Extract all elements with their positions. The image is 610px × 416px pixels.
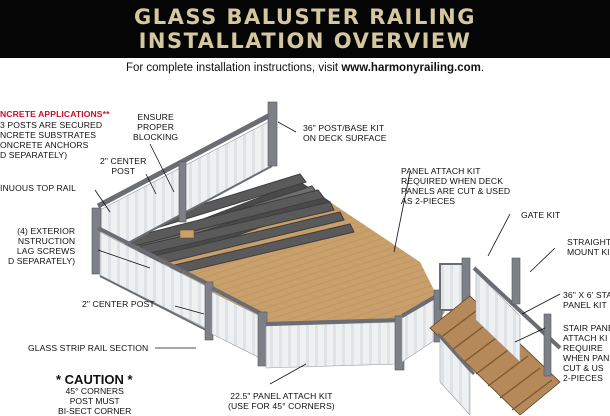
panel-attach-line-2: REQUIRED WHEN DECK bbox=[401, 176, 504, 186]
stair-panel-line-6: 2-PIECES bbox=[563, 373, 603, 383]
panel-attach-line-4: AS 2-PIECES bbox=[401, 196, 456, 206]
stair-kit-label: 36" X 6' STA PANEL KIT bbox=[563, 290, 610, 310]
left-lower-railing bbox=[97, 226, 268, 367]
gate-kit-label: GATE KIT bbox=[521, 210, 561, 220]
concrete-line-3: NCRETE SUBSTRATES bbox=[0, 130, 97, 140]
caution-line-2: POST MUST bbox=[69, 396, 120, 406]
stair-kit-line-1: 36" X 6' STA bbox=[563, 290, 610, 300]
lag-line-3: LAG SCREWS bbox=[16, 246, 76, 256]
panel-225-line-2: (USE FOR 45° CORNERS) bbox=[228, 401, 335, 411]
bottom-railing bbox=[265, 289, 443, 371]
lag-line-2: NSTRUCTION bbox=[17, 236, 76, 246]
ensure-line-3: BLOCKING bbox=[133, 132, 179, 142]
joist-frame bbox=[94, 173, 355, 279]
lag-screws-label: (4) EXTERIOR NSTRUCTION LAG SCREWS D SEP… bbox=[8, 226, 75, 266]
upper-railing bbox=[91, 101, 278, 275]
straight-mount-label: STRAIGHT MOUNT KI bbox=[567, 237, 610, 257]
stair-panel-line-1: STAIR PANE bbox=[563, 323, 610, 333]
concrete-line-2: 3 POSTS ARE SECURED bbox=[0, 120, 103, 130]
lag-line-1: (4) EXTERIOR bbox=[17, 226, 76, 236]
stair-panel-line-4: WHEN PAN bbox=[563, 353, 610, 363]
panel-attach-225-label: 22.5" PANEL ATTACH KIT (USE FOR 45° CORN… bbox=[228, 391, 335, 411]
stair-panel-line-2: ATTACH KI bbox=[563, 333, 608, 343]
subtitle: For complete installation instructions, … bbox=[0, 62, 610, 74]
website-link[interactable]: www.harmonyrailing.com bbox=[341, 62, 481, 74]
stair-panel-line-3: REQUIRE bbox=[563, 343, 603, 353]
ensure-line-1: ENSURE bbox=[137, 112, 174, 122]
panel-225-line-1: 22.5" PANEL ATTACH KIT bbox=[230, 391, 333, 401]
caution-line-1: 45° CORNERS bbox=[65, 386, 124, 396]
concrete-note: 3 POSTS ARE SECURED NCRETE SUBSTRATES ON… bbox=[0, 120, 102, 160]
deck-railing-diagram bbox=[91, 101, 562, 415]
top-rail-label: INUOUS TOP RAIL bbox=[0, 183, 77, 193]
concrete-line-5: D SEPARATELY) bbox=[0, 150, 68, 160]
lag-line-4: D SEPARATELY) bbox=[8, 256, 76, 266]
ensure-line-2: PROPER bbox=[137, 122, 175, 132]
center-post-top-line-2: POST bbox=[111, 166, 136, 176]
concrete-line-1: NCRETE APPLICATIONS** bbox=[0, 109, 110, 119]
concrete-line-4: ONCRETE ANCHORS bbox=[0, 140, 89, 150]
center-post-top-line-1: 2" CENTER bbox=[100, 156, 147, 166]
caution-title: * CAUTION * bbox=[56, 372, 133, 387]
concrete-applications-label: NCRETE APPLICATIONS** bbox=[0, 109, 110, 119]
title-line-1: GLASS BALUSTER RAILING bbox=[134, 5, 476, 29]
stair-panel-line-5: CUT & US bbox=[563, 363, 604, 373]
post-base-kit-label: 36" POST/BASE KIT ON DECK SURFACE bbox=[303, 123, 387, 143]
caution-text: 45° CORNERS POST MUST BI-SECT CORNER bbox=[58, 386, 131, 416]
leader-lines bbox=[94, 121, 561, 385]
title-line-2: INSTALLATION OVERVIEW bbox=[138, 29, 472, 53]
stair bbox=[429, 257, 562, 415]
blocking bbox=[179, 229, 195, 239]
subtitle-prefix: For complete installation instructions, … bbox=[125, 62, 342, 74]
glass-strip-label: GLASS STRIP RAIL SECTION bbox=[28, 343, 149, 353]
straight-line-1: STRAIGHT bbox=[567, 237, 610, 247]
stair-kit-line-2: PANEL KIT bbox=[563, 300, 607, 310]
post-base-line-1: 36" POST/BASE KIT bbox=[303, 123, 385, 133]
header-banner: GLASS BALUSTER RAILING INSTALLATION OVER… bbox=[0, 0, 610, 58]
post-base-line-2: ON DECK SURFACE bbox=[303, 133, 387, 143]
ensure-blocking-label: ENSURE PROPER BLOCKING bbox=[133, 112, 178, 142]
panel-attach-line-1: PANEL ATTACH KIT bbox=[401, 166, 481, 176]
straight-line-2: MOUNT KI bbox=[567, 247, 610, 257]
caution-line-3: BI-SECT CORNER bbox=[58, 406, 132, 416]
subtitle-suffix: . bbox=[480, 62, 485, 74]
deck-surface bbox=[96, 202, 445, 342]
panel-attach-line-3: PANELS ARE CUT & USED bbox=[401, 186, 511, 196]
panel-attach-label: PANEL ATTACH KIT REQUIRED WHEN DECK PANE… bbox=[401, 166, 510, 206]
center-post-bottom-label: 2" CENTER POST bbox=[82, 299, 155, 309]
stair-panel-label: STAIR PANE ATTACH KI REQUIRE WHEN PAN CU… bbox=[563, 323, 610, 383]
center-post-top-label: 2" CENTER POST bbox=[100, 156, 146, 176]
gate bbox=[439, 257, 471, 317]
